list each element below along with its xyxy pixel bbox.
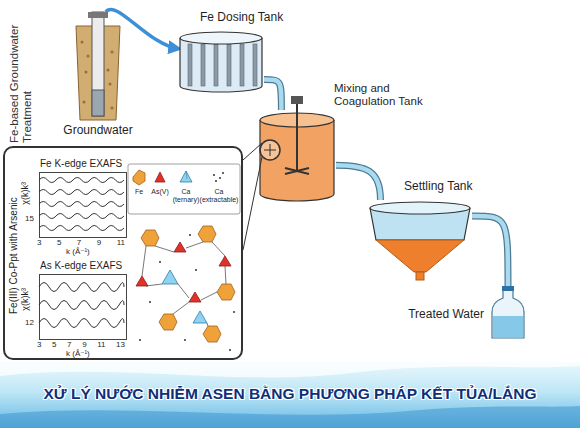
mixing-tank-shape	[258, 110, 336, 202]
exafs-plot: Fe K-edge EXAFS	[39, 172, 127, 238]
treated-water-bottle: Treated Water	[490, 290, 526, 340]
exafs-plot: As K-edge EXAFS	[39, 274, 127, 340]
baffle-plate	[214, 44, 218, 86]
pipe	[264, 80, 281, 110]
node-label: Groundwater	[63, 124, 132, 138]
zoom-line	[243, 143, 262, 160]
axis-label: k (Å⁻¹)	[66, 349, 90, 358]
pump-head	[88, 12, 108, 18]
baffle-plate	[227, 44, 231, 86]
tick-labels: 3 5 7 9 11 13	[37, 340, 125, 349]
soil-speck	[111, 107, 114, 110]
soil-speck	[107, 69, 110, 72]
tick-label: 15	[25, 214, 34, 223]
node-label: Fe(III) Co-Ppt with Arsenic	[8, 168, 20, 343]
groundwater-well: Groundwater	[72, 12, 124, 120]
baffle-plate	[240, 44, 244, 86]
pipe	[336, 165, 380, 200]
bottle-water	[493, 316, 523, 337]
settling-tank: Settling Tank	[368, 200, 472, 280]
well-screen	[92, 90, 104, 116]
pipe-outline	[336, 165, 380, 200]
funnel-outlet	[416, 272, 424, 280]
node-label: Treated Water	[408, 308, 484, 322]
axis-label: k (Å⁻¹)	[66, 247, 90, 256]
legend-label: As(V)	[148, 188, 172, 196]
legend-label: Fe	[131, 188, 147, 196]
bowl-top	[370, 202, 470, 214]
wave	[0, 362, 580, 377]
tick-labels: 3 5 7 9 11	[37, 238, 125, 247]
tick-label: 12	[25, 318, 34, 327]
baffle-plate	[188, 44, 192, 86]
dosing-tank: Fe Dosing Tank	[178, 30, 264, 92]
pipe-outline	[472, 216, 508, 290]
baffle-plate	[253, 44, 257, 86]
node-label: Settling Tank	[404, 180, 473, 194]
dosing-tank-shape	[178, 30, 264, 92]
bottle-cap	[502, 286, 514, 291]
soil-speck	[111, 51, 114, 54]
tank-body	[180, 38, 262, 92]
sludge-funnel	[376, 240, 464, 272]
legend-label: Ca (extractable)	[197, 188, 241, 204]
stirrer-blades	[285, 168, 309, 174]
node-label: Fe Dosing Tank	[200, 11, 283, 25]
node-label: As K-edge EXAFS	[40, 260, 122, 272]
zoom-line	[243, 157, 262, 250]
axis-label: χ(k)k³	[20, 288, 30, 311]
inset-panel: Fe K-edge EXAFS As K-edge EXAFS Fe(III) Co…	[3, 146, 243, 360]
bottle	[492, 290, 524, 338]
soil-speck	[83, 101, 86, 104]
soil-speck	[81, 41, 84, 44]
wave	[0, 406, 580, 428]
mixing-tank: Mixing and Coagulation Tank	[258, 110, 336, 202]
groundwater-well-shape	[72, 12, 124, 120]
section-heading: Fe-based Groundwater Treatment	[8, 8, 34, 143]
pipe-outline	[264, 80, 281, 110]
stirrer-shaft	[296, 102, 298, 172]
pipe	[472, 216, 508, 290]
banner-title: XỬ LÝ NƯỚC NHIỄM ASEN BẰNG PHƯƠNG PHÁP K…	[0, 385, 580, 403]
treated-water-bottle-shape	[490, 290, 526, 340]
baffle-plate	[201, 44, 205, 86]
tank-top	[180, 32, 262, 44]
title-banner: XỬ LÝ NƯỚC NHIỄM ASEN BẰNG PHƯƠNG PHÁP K…	[0, 362, 580, 428]
soil-speck	[109, 83, 112, 86]
soil-speck	[87, 55, 90, 58]
well-casing	[92, 12, 104, 116]
axis-label: χ(k)k³	[20, 182, 30, 205]
soil-speck	[85, 71, 88, 74]
node-label: Mixing and Coagulation Tank	[334, 82, 434, 108]
settling-tank-shape	[368, 200, 472, 280]
legend-label: Ca (ternary)	[171, 188, 201, 204]
node-label: Fe K-edge EXAFS	[40, 158, 122, 170]
stirrer-motor	[291, 96, 303, 104]
